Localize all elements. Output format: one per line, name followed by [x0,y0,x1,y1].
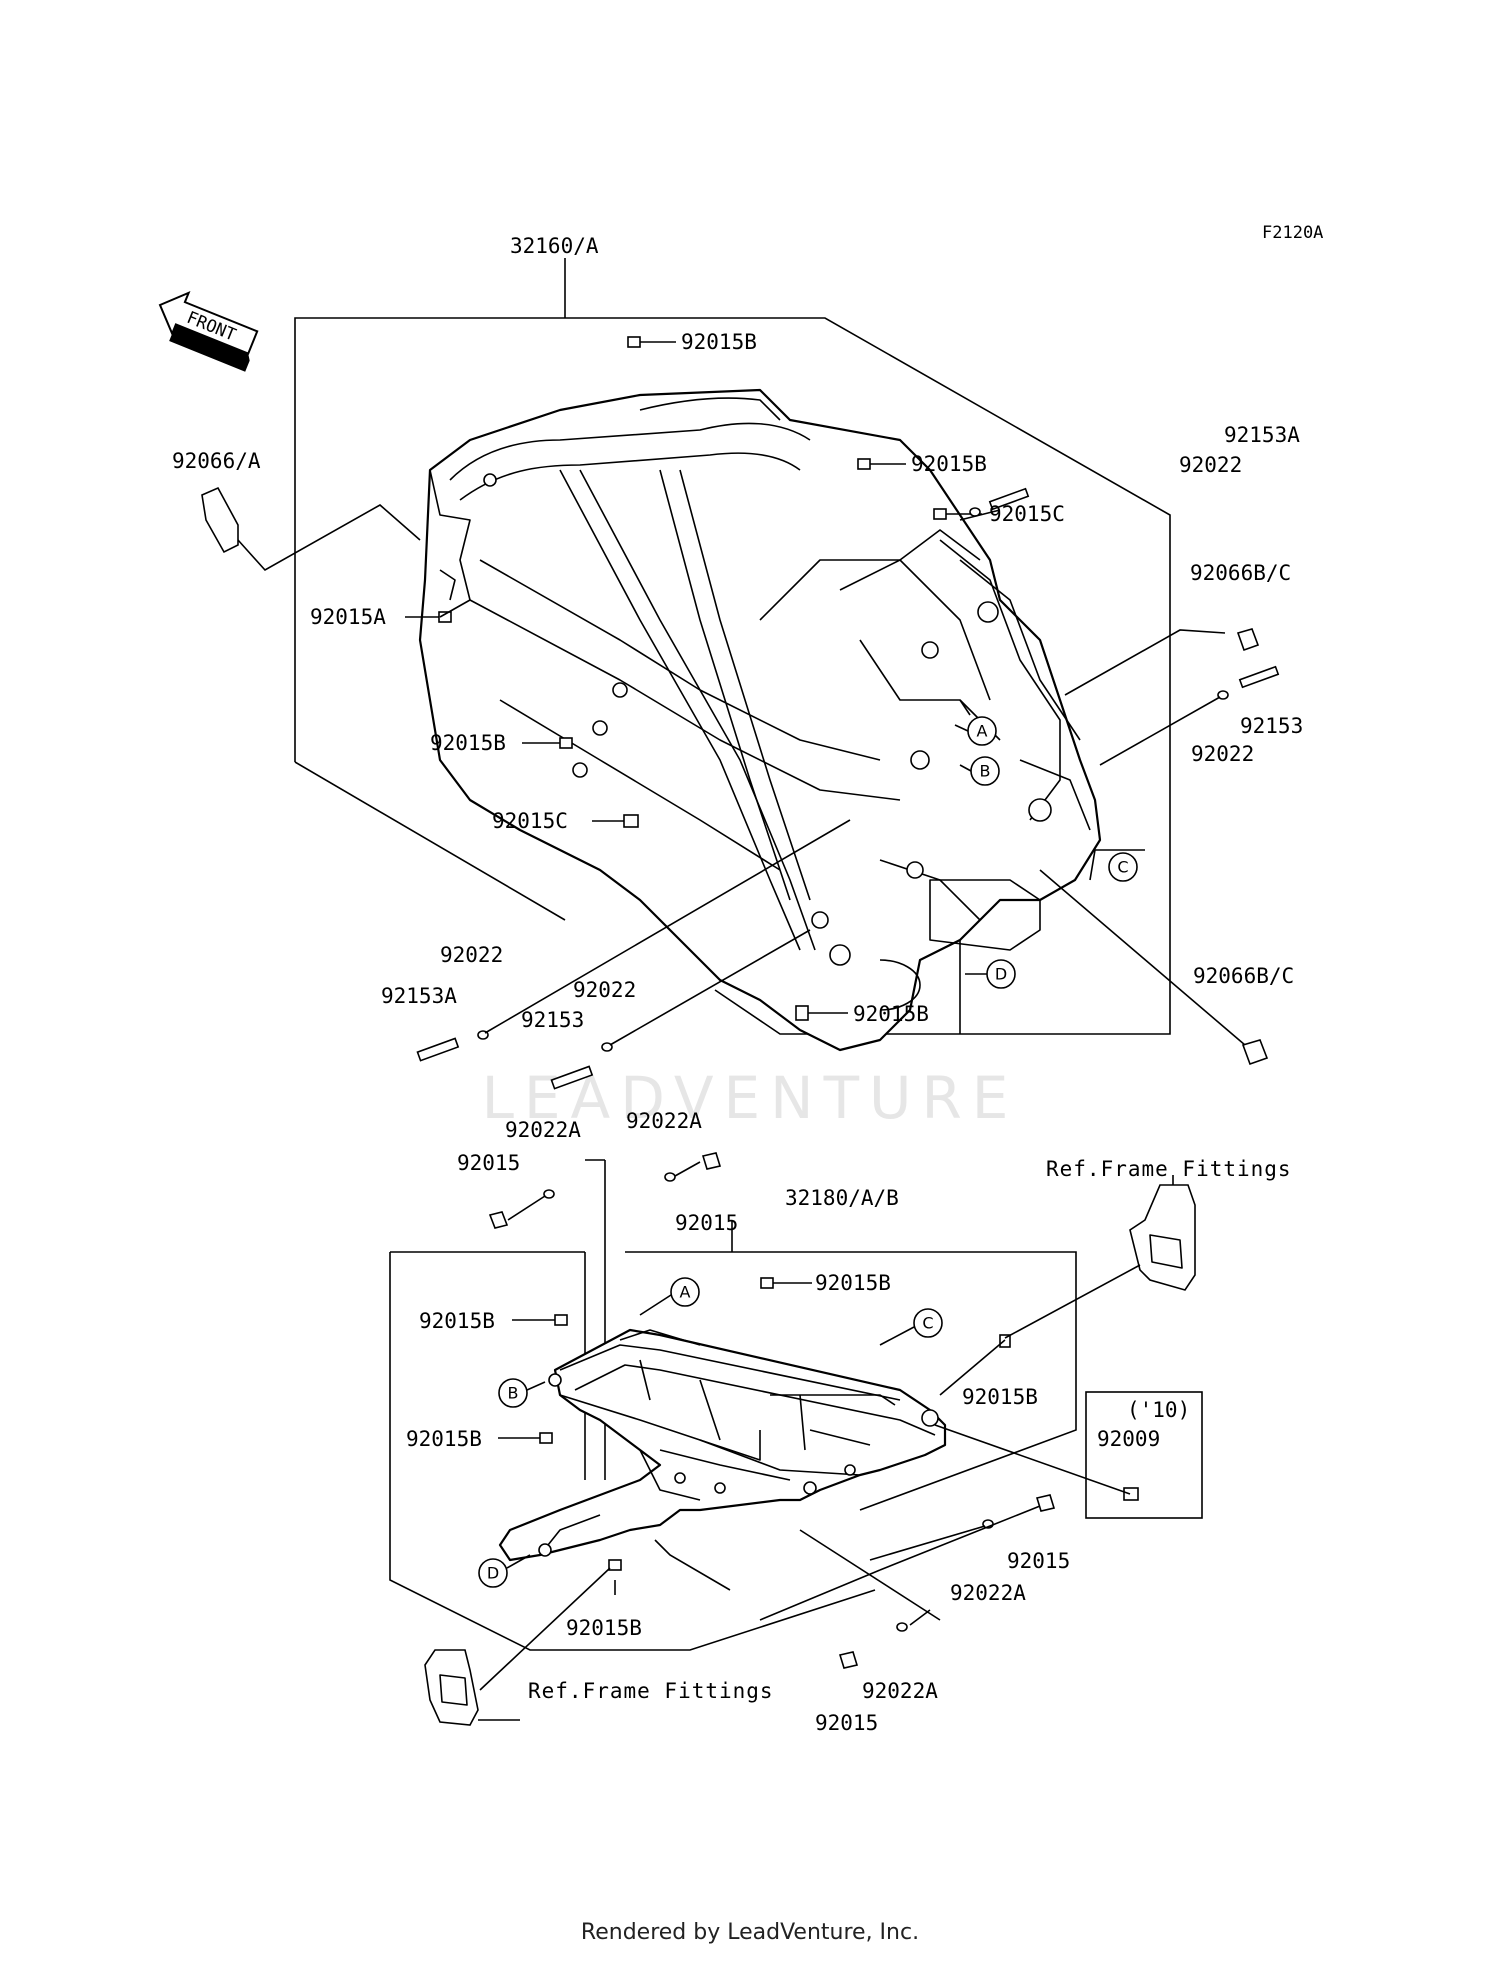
rubber-pad-part [201,486,239,554]
label-92015: 92015 [675,1211,738,1235]
footer-credit: Rendered by LeadVenture, Inc. [580,1920,920,1945]
upper-circle-markers: A B C D [954,716,1138,989]
svg-text:C: C [922,1314,933,1333]
label-92022: 92022 [573,978,636,1002]
label-92022a: 92022A [862,1679,938,1703]
svg-text:D: D [995,965,1007,984]
lower-fasteners [424,1152,1203,1726]
label-92022: 92022 [1191,742,1254,766]
label-92022: 92022 [1179,453,1242,477]
label-92015: 92015 [815,1711,878,1735]
marker-b: B [498,1378,528,1408]
label-ref-frame-fittings: Ref.Frame Fittings [1046,1157,1292,1181]
marker-b: B [970,756,1000,786]
label-92015c: 92015C [989,502,1065,526]
sub-frame-assembly [389,1159,1077,1651]
lower-circle-markers: A B C D [478,1277,943,1588]
label-92015b: 92015B [566,1616,642,1640]
svg-text:B: B [508,1384,519,1403]
label-92022a: 92022A [950,1581,1026,1605]
label-92153: 92153 [1240,714,1303,738]
marker-a: A [967,716,997,746]
front-arrow-icon: FRONT [158,290,259,372]
svg-text:A: A [977,722,988,741]
label-92153: 92153 [521,1008,584,1032]
marker-c: C [913,1308,943,1338]
main-frame-assembly [294,258,1171,1052]
svg-text:D: D [487,1564,499,1583]
label-92015b: 92015B [853,1002,929,1026]
marker-a: A [670,1277,700,1307]
label-92015a: 92015A [310,605,386,629]
lower-labels: 92022A 92022A 92015 92015 32180/A/B Ref.… [406,1109,1292,1735]
label-92015b: 92015B [911,452,987,476]
label-92015b: 92015B [430,731,506,755]
label-92015b: 92015B [815,1271,891,1295]
label-92022: 92022 [440,943,503,967]
svg-text:A: A [680,1283,691,1302]
label-92066bc: 92066B/C [1193,964,1294,988]
label-92015: 92015 [1007,1549,1070,1573]
marker-d: D [986,959,1016,989]
label-32160a: 32160/A [510,234,599,258]
marker-d: D [478,1558,508,1588]
label-92015c: 92015C [492,809,568,833]
label-92066a: 92066/A [172,449,261,473]
label-92015: 92015 [457,1151,520,1175]
upper-labels: 32160/A 92015B 92066/A 92015B 92015C 921… [172,234,1303,1032]
label-92015b: 92015B [681,330,757,354]
label-92015b: 92015B [419,1309,495,1333]
svg-text:B: B [980,762,991,781]
label-92022a: 92022A [505,1118,581,1142]
label-92015b: 92015B [406,1427,482,1451]
label-92022a: 92022A [626,1109,702,1133]
frame-fitting-bracket [424,1649,479,1726]
label-year-10: ('10) [1127,1398,1190,1422]
label-32180ab: 32180/A/B [785,1186,899,1210]
label-92009: 92009 [1097,1427,1160,1451]
label-92153a: 92153A [1224,423,1300,447]
label-92066bc: 92066B/C [1190,561,1291,585]
upper-fasteners [201,336,1280,1090]
label-92015b: 92015B [962,1385,1038,1409]
diagram-code: F2120A [1262,223,1323,243]
svg-text:C: C [1117,858,1128,877]
label-ref-frame-fittings: Ref.Frame Fittings [528,1679,774,1703]
marker-c: C [1108,852,1138,882]
label-92153a: 92153A [381,984,457,1008]
